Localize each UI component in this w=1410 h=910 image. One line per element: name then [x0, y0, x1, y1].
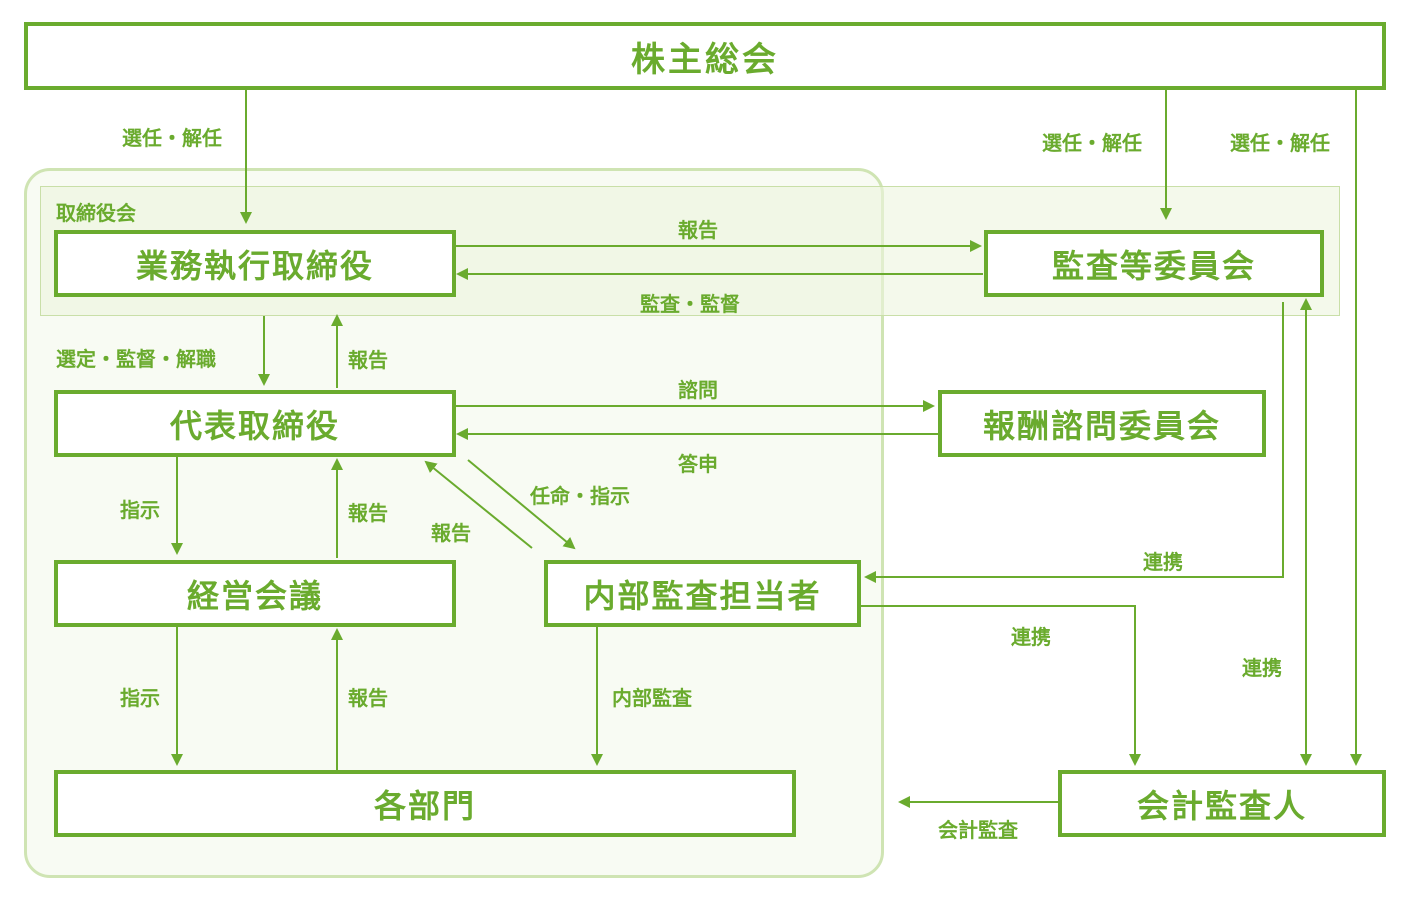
label-report-representative: 報告: [348, 501, 388, 525]
node-representative-director: 代表取締役: [54, 390, 456, 457]
node-internal-auditor: 内部監査担当者: [544, 560, 861, 627]
node-shareholders-meeting: 株主総会: [24, 22, 1386, 90]
node-audit-committee: 監査等委員会: [984, 230, 1324, 297]
label-appoint-instruct: 任命・指示: [530, 484, 630, 508]
node-management-meeting: 経営会議: [54, 560, 456, 627]
label-answer: 答申: [678, 452, 718, 476]
label-instruct-departments: 指示: [120, 686, 160, 710]
node-departments: 各部門: [54, 770, 796, 837]
label-cooperate-audit-accounting: 連携: [1242, 656, 1282, 680]
node-executive-directors: 業務執行取締役: [54, 230, 456, 297]
label-audit-supervise: 監査・監督: [640, 292, 740, 316]
edge-internal-auditor-to-accounting-auditor: [860, 605, 1141, 766]
label-report-internal-auditor: 報告: [431, 521, 471, 545]
label-report-executive: 報告: [348, 348, 388, 372]
label-instruct-management: 指示: [120, 498, 160, 522]
label-accounting-audit: 会計監査: [938, 818, 1018, 842]
label-cooperate-audit-internal: 連携: [1143, 550, 1183, 574]
label-report-to-audit: 報告: [678, 218, 718, 242]
edge-audit-committee-to-internal-auditor: [864, 302, 1284, 583]
board-of-directors-label: 取締役会: [56, 201, 136, 225]
edge-representative-to-internal-auditor: [467, 459, 576, 550]
edge-internal-auditor-to-representative: [424, 460, 533, 549]
label-elect-dismiss-accounting: 選任・解任: [1230, 131, 1330, 155]
label-elect-dismiss-executive: 選任・解任: [122, 126, 222, 150]
label-internal-audit: 内部監査: [612, 686, 692, 710]
node-accounting-auditor: 会計監査人: [1058, 770, 1386, 837]
label-elect-dismiss-audit: 選任・解任: [1042, 131, 1142, 155]
label-consult: 諮問: [678, 378, 718, 402]
node-compensation-committee: 報酬諮問委員会: [938, 390, 1266, 457]
label-select-supervise-dismiss: 選定・監督・解職: [56, 347, 216, 371]
label-report-departments: 報告: [348, 686, 388, 710]
label-cooperate-internal-accounting: 連携: [1011, 625, 1051, 649]
